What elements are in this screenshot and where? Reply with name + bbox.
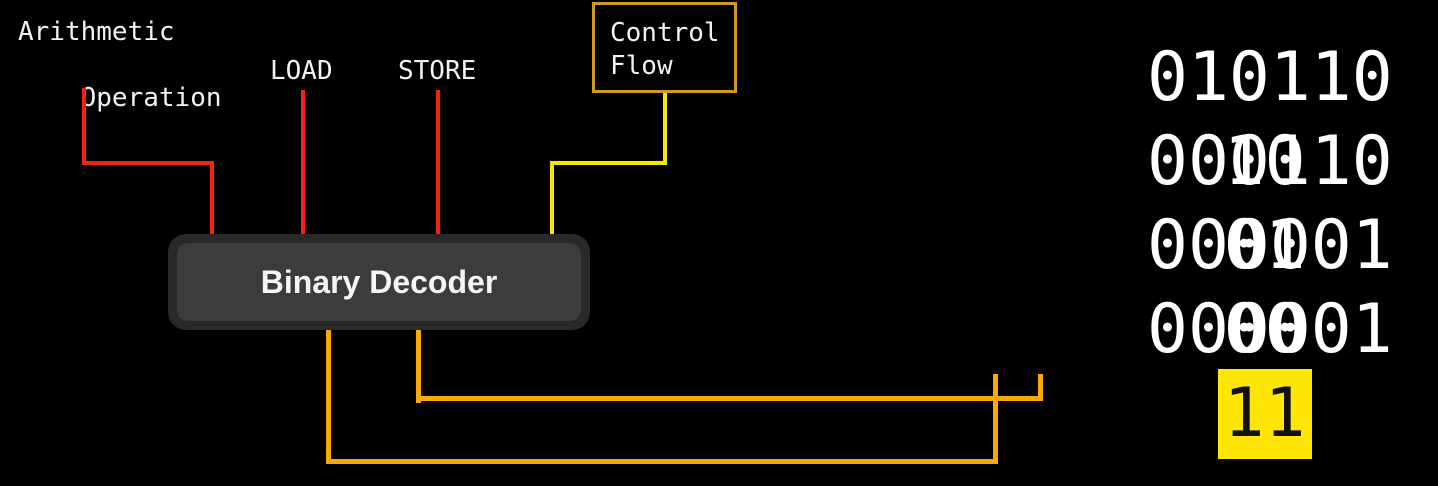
instruction-cell: 000001 — [1147, 206, 1393, 285]
wire-segment — [210, 161, 214, 236]
opcode-cell: 01 — [1223, 206, 1306, 285]
opcode-table: 10 010110 01 000110 00 000001 11 000001 — [978, 36, 1393, 459]
label-control-flow-line2: Flow — [610, 51, 673, 81]
wire-segment — [550, 161, 554, 236]
wire-segment — [82, 161, 214, 165]
wire-segment — [436, 90, 440, 236]
table-row: 00 000001 — [978, 204, 1393, 369]
wire-segment — [326, 459, 998, 464]
instruction-cell: 000110 — [1147, 122, 1393, 201]
binary-decoder-box: Binary Decoder — [168, 234, 590, 330]
wire-segment — [993, 374, 998, 464]
label-arithmetic-line1: Arithmetic — [18, 17, 175, 47]
opcode-cell-highlighted: 11 — [1217, 369, 1312, 459]
table-row: 11 000001 — [978, 288, 1393, 459]
wire-segment — [663, 93, 667, 165]
opcode-cell: 00 — [1223, 290, 1306, 369]
instruction-cell: 000001 — [1147, 290, 1393, 369]
label-load: LOAD — [270, 56, 333, 86]
instruction-cell: 010110 — [1147, 38, 1393, 117]
wire-segment — [301, 90, 305, 236]
wire-segment — [550, 161, 667, 165]
wire-segment — [82, 88, 86, 165]
binary-decoder-label: Binary Decoder — [177, 243, 581, 321]
label-control-flow-line1: Control — [610, 18, 720, 48]
control-flow-box: Control Flow — [592, 2, 737, 93]
wire-segment — [416, 396, 1043, 401]
wire-segment — [416, 328, 421, 403]
table-row: 10 010110 — [978, 36, 1393, 201]
wire-segment — [1038, 374, 1043, 401]
table-row: 01 000110 — [978, 120, 1393, 285]
wire-segment — [326, 328, 331, 464]
label-arithmetic-line2: Operation — [80, 83, 222, 113]
label-store: STORE — [398, 56, 477, 86]
opcode-cell: 10 — [1223, 122, 1306, 201]
label-arithmetic-operation: Arithmetic Operation — [18, 16, 222, 115]
